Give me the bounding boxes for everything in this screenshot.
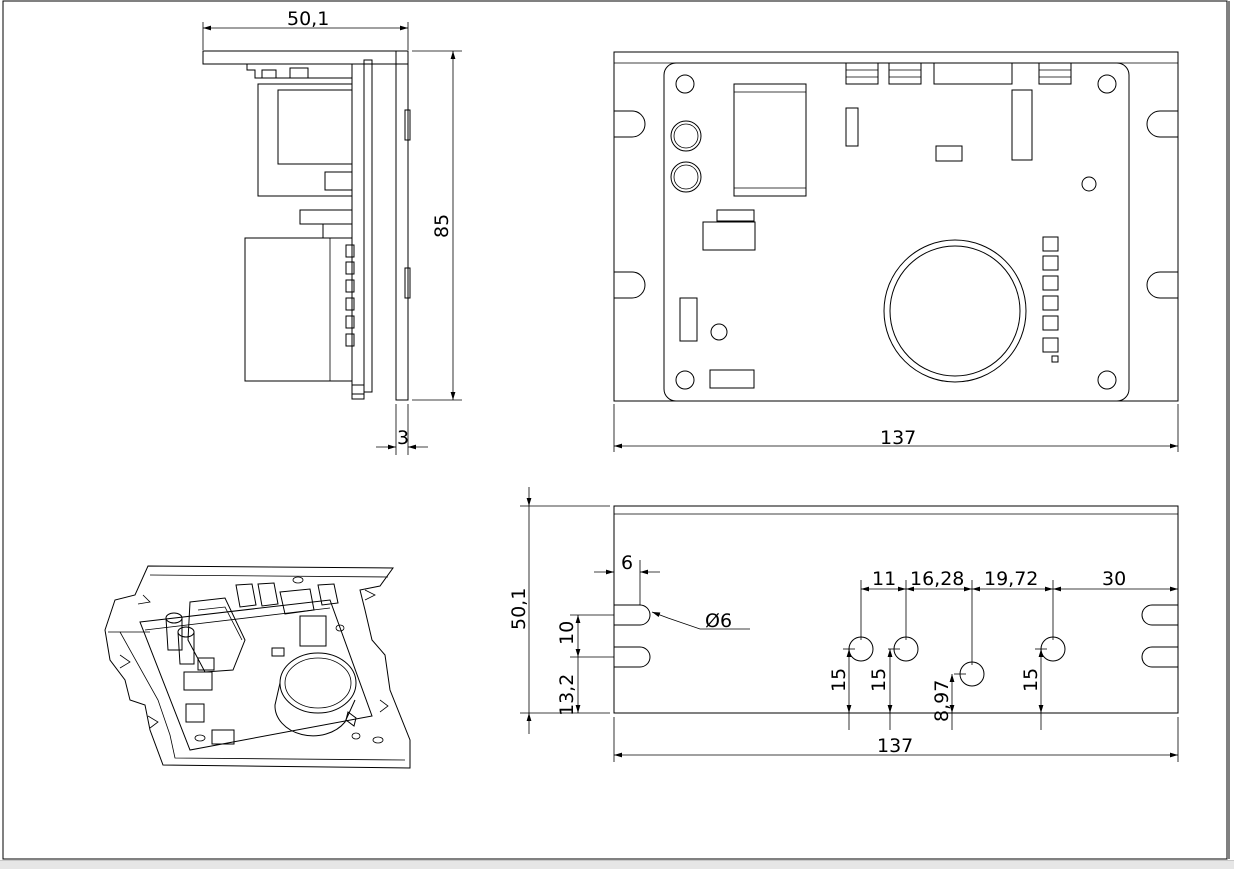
- side-view: [202, 50, 411, 401]
- side-view-dimensions: [202, 22, 462, 455]
- window-bottom-bar: [0, 860, 1234, 869]
- dim-hole-height-4: 15: [1020, 668, 1042, 692]
- dim-hole-diameter: Ø6: [705, 610, 732, 632]
- front-view: [613, 505, 1179, 714]
- dim-spacing-1: 11: [872, 568, 896, 590]
- dim-side-height: 85: [431, 214, 453, 238]
- dim-front-width: 137: [877, 735, 913, 757]
- dim-spacing-4: 30: [1102, 568, 1126, 590]
- dim-side-thickness: 3: [397, 427, 409, 449]
- dim-side-width: 50,1: [287, 8, 329, 30]
- front-view-dimensions: [520, 487, 1179, 762]
- dim-slot-offset: 13,2: [556, 674, 578, 716]
- dim-spacing-2: 16,28: [910, 568, 964, 590]
- dim-hole-height-3: 8,97: [931, 680, 953, 722]
- top-view-dimensions: [613, 404, 1179, 452]
- dim-spacing-3: 19,72: [984, 568, 1038, 590]
- dim-slot-gap: 10: [556, 621, 578, 645]
- dim-top-width: 137: [880, 427, 916, 449]
- isometric-view: [104, 565, 411, 769]
- dim-front-height: 50,1: [508, 588, 530, 630]
- dim-hole-height-1: 15: [828, 668, 850, 692]
- dim-slot-edge: 6: [621, 552, 633, 574]
- dim-hole-height-2: 15: [868, 668, 890, 692]
- top-view: [613, 51, 1179, 402]
- dimension-labels: 50,1 85 3 137 50,1 6 Ø6 10 13,2 11 16,28…: [287, 8, 1126, 757]
